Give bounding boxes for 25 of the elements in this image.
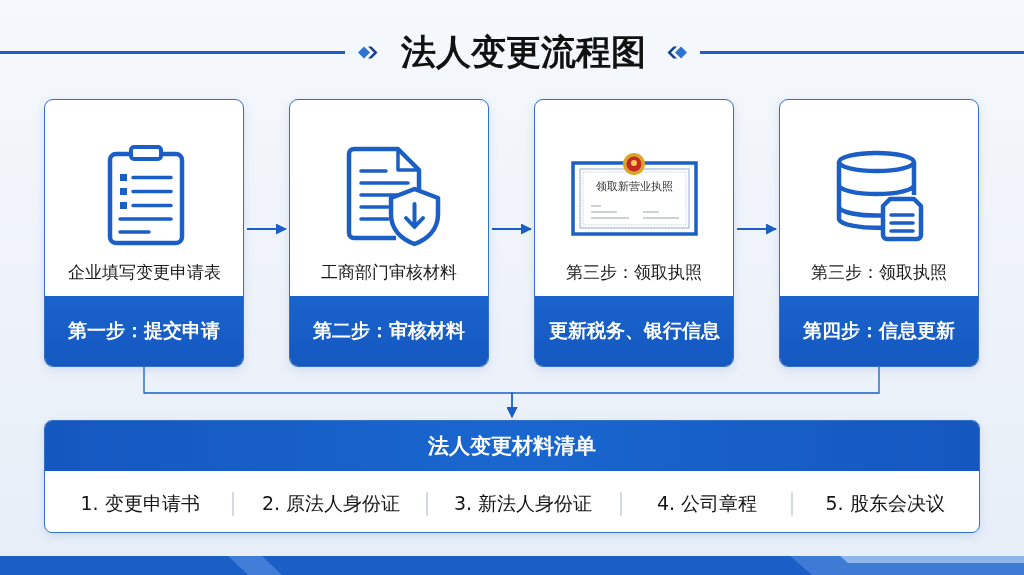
step-banner: 更新税务、银行信息: [535, 296, 733, 366]
checklist-item: 4. 公司章程: [656, 491, 758, 515]
step-card: [289, 99, 489, 367]
checklist-item: 1. 变更申请书: [80, 491, 200, 515]
title: 法人变更流程图: [400, 31, 646, 74]
step-description: 第三步：领取执照: [811, 261, 947, 284]
step-description: 工商部门审核材料: [321, 261, 457, 284]
step-card: [779, 99, 979, 367]
step-description: 第三步：领取执照: [566, 261, 702, 284]
certificate-title: 领取新营业执照: [595, 180, 673, 193]
arrow: [491, 223, 532, 235]
checklist-item: 5. 股东会决议: [825, 491, 945, 515]
step-banner: 第二步：审核材料: [290, 296, 488, 366]
step-card: [534, 99, 734, 367]
step-description: 企业填写变更申请表: [67, 261, 221, 284]
step-banner: 第四步：信息更新: [780, 296, 978, 366]
panel-header: 法人变更材料清单: [45, 421, 979, 471]
step-card: [44, 99, 244, 367]
checklist-panel: [44, 420, 980, 533]
checklist-item: 2. 原法人身份证: [261, 491, 401, 515]
arrow: [246, 223, 287, 235]
step-banner: 第一步：提交申请: [45, 296, 243, 366]
arrow: [736, 223, 777, 235]
checklist-item: 3. 新法人身份证: [453, 491, 593, 515]
arrow: [506, 366, 880, 418]
